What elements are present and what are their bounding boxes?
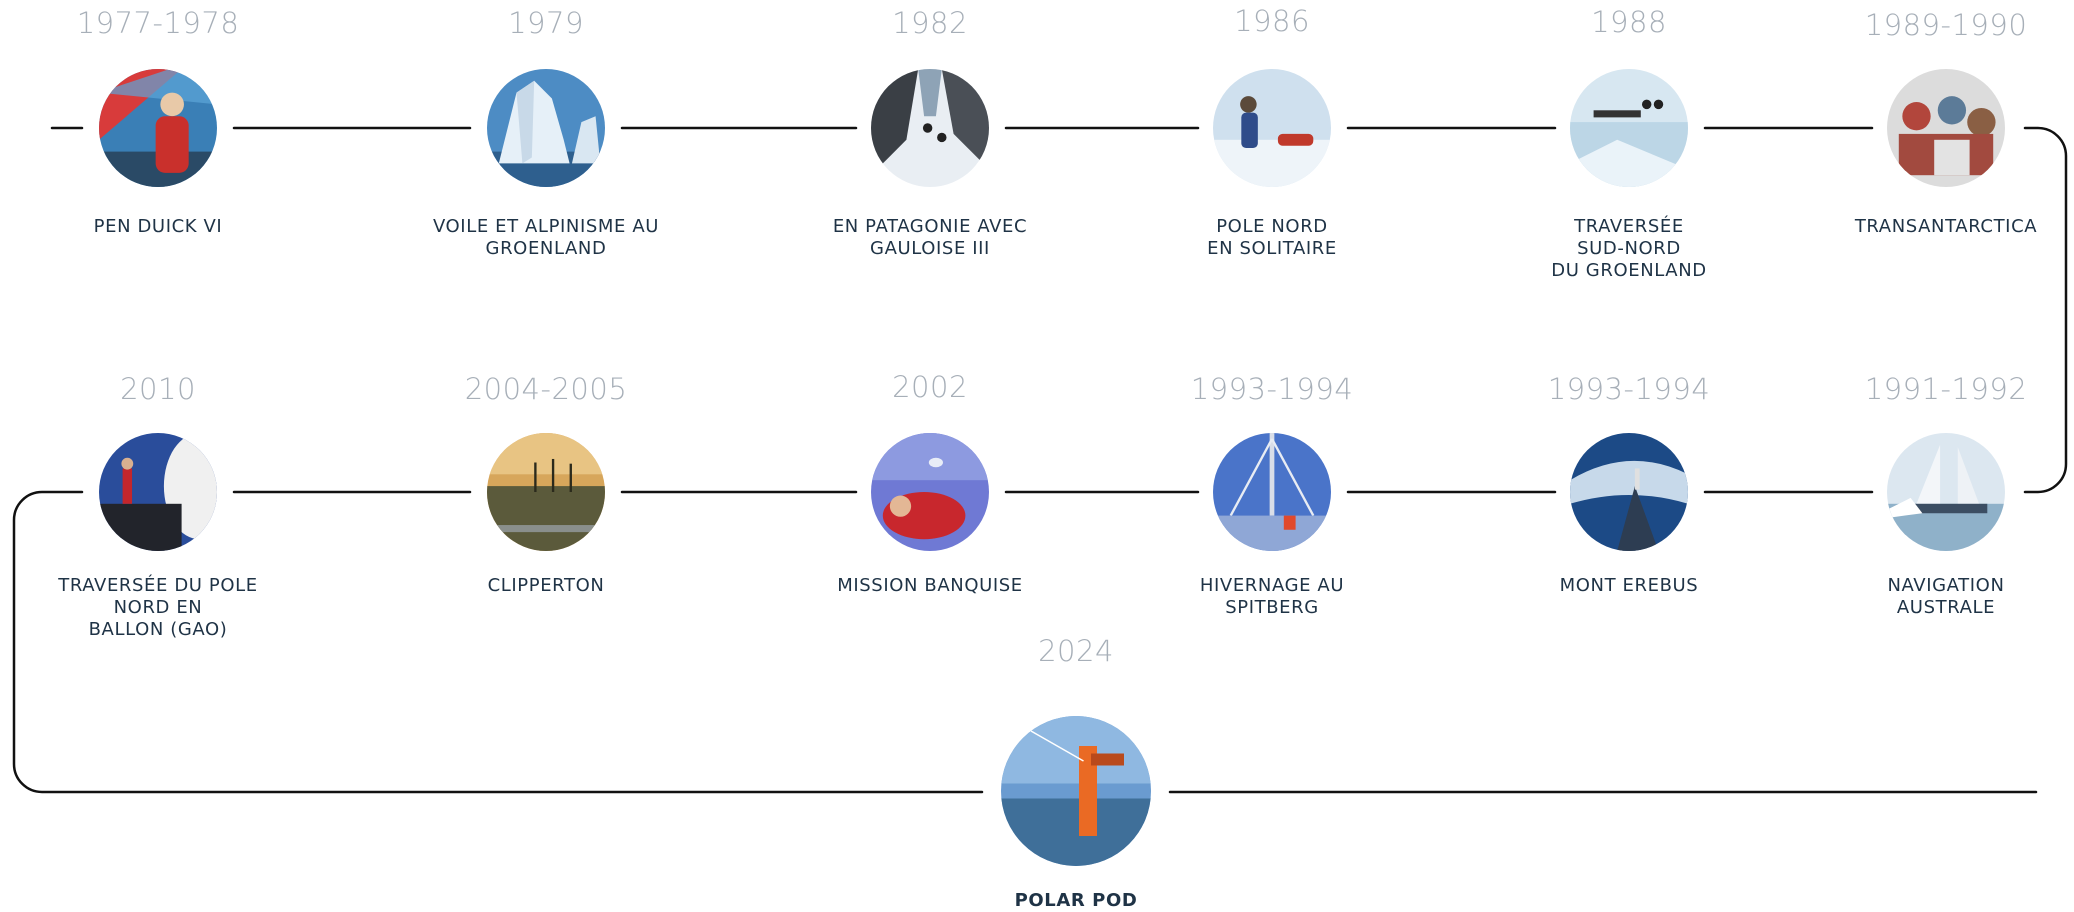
timeline-label[interactable]: POLAR POD bbox=[1014, 890, 1138, 911]
timeline-label[interactable]: POLE NORD EN SOLITAIRE bbox=[1207, 216, 1337, 259]
timeline-year: 1986 bbox=[1234, 4, 1310, 38]
dogsled-photo[interactable] bbox=[1570, 69, 1688, 187]
sailing-photo[interactable] bbox=[99, 69, 217, 187]
timeline-year: 2024 bbox=[1038, 634, 1114, 668]
timeline-year: 1977-1978 bbox=[76, 6, 240, 40]
timeline-label[interactable]: MONT EREBUS bbox=[1559, 575, 1699, 596]
timeline-year: 1988 bbox=[1591, 5, 1667, 39]
mountain-photo[interactable] bbox=[871, 69, 989, 187]
timeline-year: 1993-1994 bbox=[1547, 372, 1711, 406]
timeline-year: 1993-1994 bbox=[1190, 372, 1354, 406]
ice-floe-photo[interactable] bbox=[871, 433, 989, 551]
wintering-boat-photo[interactable] bbox=[1213, 433, 1331, 551]
timeline-year: 1989-1990 bbox=[1864, 8, 2028, 42]
sailboat-photo[interactable] bbox=[1887, 433, 2005, 551]
polar-pod-photo[interactable] bbox=[1001, 716, 1151, 866]
timeline-label[interactable]: TRAVERSÉE DU POLE NORD EN BALLON (GAO) bbox=[58, 575, 258, 640]
timeline-label[interactable]: CLIPPERTON bbox=[487, 575, 605, 596]
timeline-year: 1979 bbox=[508, 6, 584, 40]
timeline-label[interactable]: MISSION BANQUISE bbox=[837, 575, 1023, 596]
volcano-photo[interactable] bbox=[1570, 433, 1688, 551]
island-photo[interactable] bbox=[487, 433, 605, 551]
timeline-label[interactable]: EN PATAGONIE AVEC GAULOISE III bbox=[832, 216, 1028, 259]
timeline-label[interactable]: TRAVERSÉE SUD-NORD DU GROENLAND bbox=[1551, 216, 1707, 281]
timeline-year: 1991-1992 bbox=[1864, 372, 2028, 406]
timeline-label[interactable]: TRANSANTARCTICA bbox=[1854, 216, 2038, 237]
timeline-label[interactable]: NAVIGATION AUSTRALE bbox=[1887, 575, 2005, 618]
balloon-photo[interactable] bbox=[99, 433, 217, 551]
timeline-year: 2010 bbox=[120, 372, 196, 406]
iceberg-photo[interactable] bbox=[487, 69, 605, 187]
timeline-year: 2002 bbox=[892, 370, 968, 404]
timeline-label[interactable]: VOILE ET ALPINISME AU GROENLAND bbox=[432, 216, 660, 259]
polar-trek-photo[interactable] bbox=[1213, 69, 1331, 187]
timeline-year: 2004-2005 bbox=[464, 372, 628, 406]
timeline-label[interactable]: PEN DUICK VI bbox=[93, 216, 223, 237]
expedition-team-photo[interactable] bbox=[1887, 69, 2005, 187]
timeline-year: 1982 bbox=[892, 6, 968, 40]
timeline-label[interactable]: HIVERNAGE AU SPITBERG bbox=[1199, 575, 1345, 618]
